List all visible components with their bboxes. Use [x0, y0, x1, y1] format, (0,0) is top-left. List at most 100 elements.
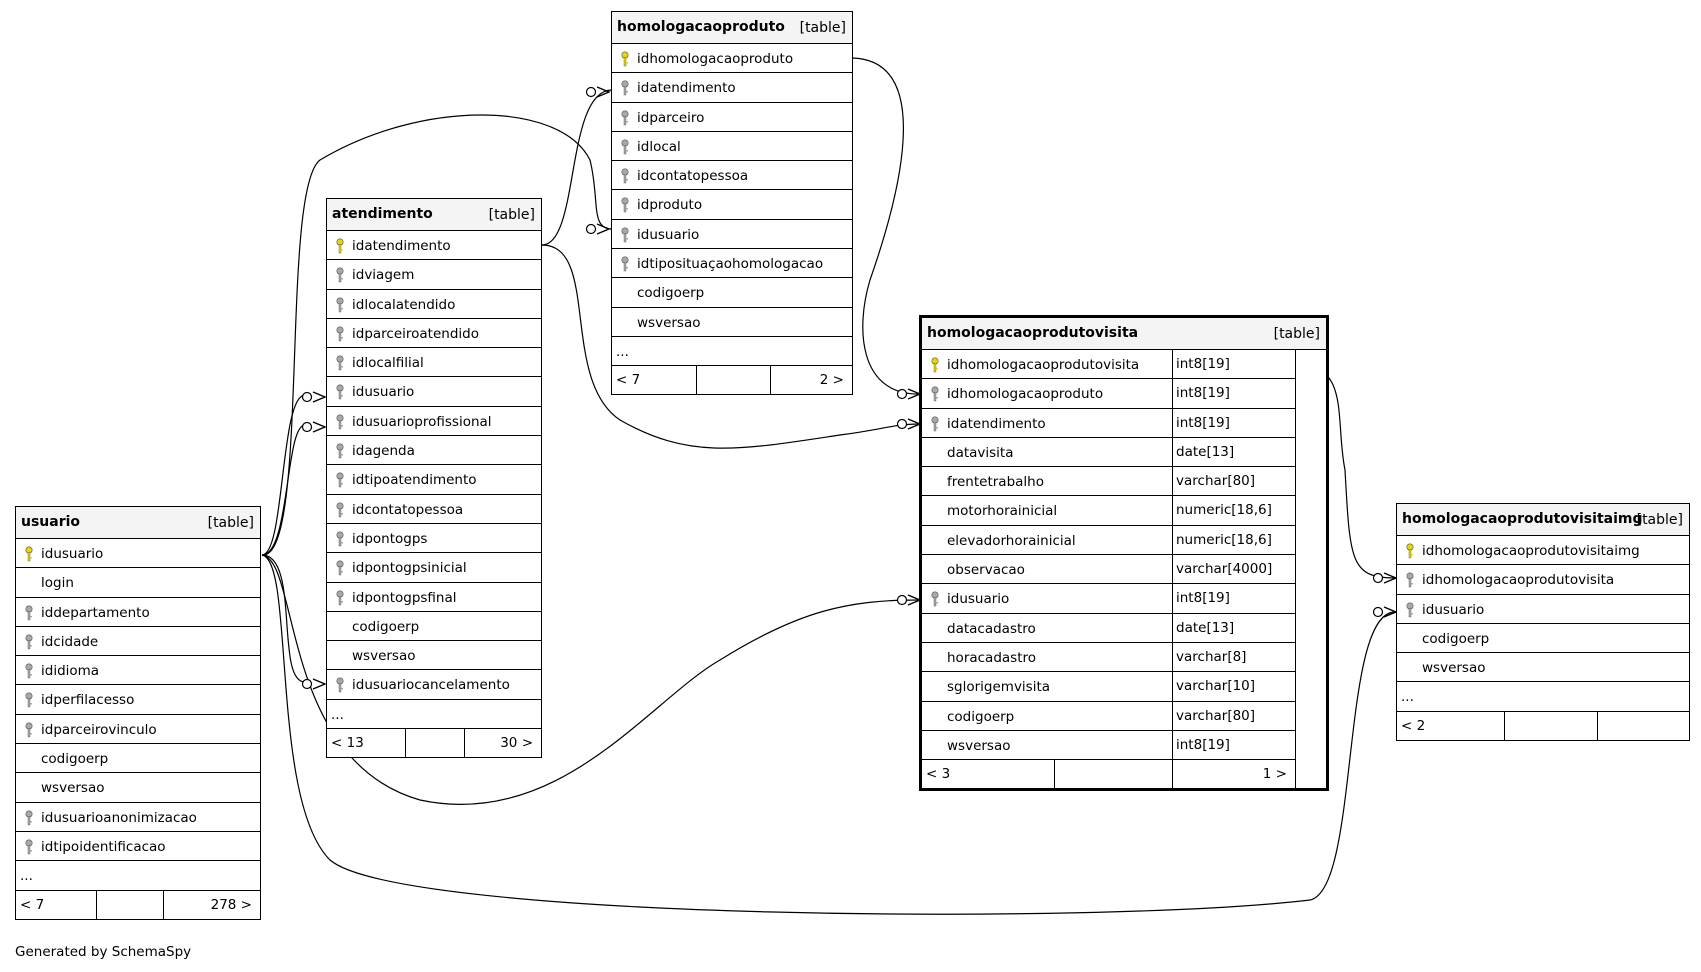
table-header: homologacaoproduto [table] [612, 12, 852, 44]
relationship-endpoint [585, 86, 597, 98]
column-row[interactable]: idlocal [612, 132, 852, 162]
column-row[interactable]: login [16, 568, 260, 598]
column-name: idatendimento [637, 80, 736, 97]
column-name: idlocalatendido [352, 296, 456, 313]
column-row[interactable]: idusuarioanonimizacao [16, 803, 260, 832]
column-row[interactable]: idhomologacaoprodutovisita [1397, 565, 1689, 595]
column-row[interactable]: idusuarioprofissional [327, 407, 541, 437]
table-footer: < 2 [1397, 711, 1689, 740]
column-row[interactable]: idhomologacaoproduto [612, 44, 852, 74]
table-homologacaoproduto[interactable]: homologacaoproduto [table] idhomologacao… [611, 11, 853, 396]
column-row[interactable]: codigoerp [1397, 624, 1689, 654]
column-row[interactable]: idlocalfilial [327, 348, 541, 378]
column-type: varchar[80] [1172, 467, 1295, 496]
column-row[interactable]: wsversao [1397, 653, 1689, 683]
column-name: idatendimento [352, 238, 451, 254]
column-row[interactable]: ... [612, 337, 852, 367]
column-row[interactable]: idpontogpsfinal [327, 583, 541, 612]
foreign-key-icon [333, 384, 347, 400]
column-row[interactable]: ... [16, 861, 260, 891]
column-list: idhomologacaoproduto idatendimento idparce… [612, 44, 852, 367]
crowfoot-marker [312, 391, 327, 403]
column-row[interactable]: codigoerp [327, 612, 541, 642]
column-row[interactable]: idusuario [16, 539, 260, 569]
column-row[interactable]: codigoerp [16, 744, 260, 774]
column-name: idcontatopessoa [352, 501, 464, 518]
column-name: codigoerp [352, 618, 420, 635]
column-row[interactable]: idlocalatendido [327, 290, 541, 319]
table-homologacaoprodutovisita[interactable]: homologacaoprodutovisita [table] idhomol… [919, 315, 1329, 792]
column-row[interactable]: wsversao [327, 641, 541, 671]
table-name: usuario [21, 514, 81, 530]
column-row[interactable]: idatendimento [327, 231, 541, 261]
table-tag: [table] [799, 20, 846, 36]
foreign-key-icon [22, 722, 36, 738]
column-row[interactable]: wsversao [16, 773, 260, 803]
column-row[interactable]: idviagem [327, 260, 541, 290]
column-row[interactable]: idparceiro [612, 103, 852, 132]
column-row[interactable]: idusuario [612, 220, 852, 250]
column-row[interactable]: idatendimento [612, 73, 852, 103]
column-row[interactable]: idusuario [1397, 595, 1689, 624]
column-row[interactable]: idcontatopessoa [327, 495, 541, 524]
column-row[interactable]: idcontatopessoa [612, 161, 852, 191]
column-name: idusuario [41, 546, 104, 562]
column-name: idpontogpsfinal [352, 589, 457, 606]
column-row[interactable]: idagenda [327, 436, 541, 466]
column-row[interactable]: idperfilacesso [16, 685, 260, 715]
table-header: homologacaoprodutovisitaimg [table] [1397, 504, 1689, 536]
relationship-endpoint [896, 594, 908, 606]
column-row[interactable]: iddepartamento [16, 598, 260, 627]
foreign-key-icon [618, 168, 632, 184]
column-name: ... [20, 868, 33, 885]
column-name: idusuario [1422, 601, 1485, 618]
column-row[interactable]: idpontogps [327, 524, 541, 554]
foreign-key-icon [618, 139, 632, 155]
column-row[interactable]: idusuariocancelamento [327, 670, 541, 700]
column-row[interactable]: idhomologacaoprodutovisitaimg [1397, 536, 1689, 566]
primary-key-icon [333, 238, 347, 254]
column-row[interactable]: idcidade [16, 627, 260, 657]
column-row[interactable]: idtipoidentificacao [16, 832, 260, 862]
column-row[interactable]: idtipoatendimento [327, 465, 541, 495]
footer-divider [1172, 760, 1173, 789]
column-row[interactable]: wsversao [612, 308, 852, 337]
column-row[interactable]: idusuario [327, 377, 541, 407]
column-row[interactable]: ... [327, 700, 541, 730]
column-row[interactable]: ... [1397, 682, 1689, 712]
foreign-key-icon [333, 326, 347, 342]
primary-key-icon [928, 357, 942, 373]
column-type: varchar[80] [1172, 701, 1295, 730]
column-row[interactable]: codigoerp [612, 278, 852, 308]
relationship-line [541, 244, 919, 449]
column-row[interactable]: idpontogpsinicial [327, 553, 541, 583]
column-row[interactable]: idproduto [612, 190, 852, 220]
column-row[interactable]: idparceiroatendido [327, 319, 541, 349]
column-name: idperfilacesso [41, 692, 135, 709]
table-homologacaoprodutovisitaimg[interactable]: homologacaoprodutovisitaimg [table] idho… [1396, 503, 1690, 741]
column-row[interactable]: ididioma [16, 656, 260, 686]
column-row[interactable]: idtiposituaçaohomologacao [612, 249, 852, 279]
table-footer: < 7 278 > [16, 890, 260, 919]
relationship-line [261, 394, 306, 556]
foreign-key-icon [333, 414, 347, 430]
relationship-endpoint [301, 391, 313, 403]
column-name: idproduto [637, 197, 703, 214]
column-row[interactable]: idparceirovinculo [16, 715, 260, 745]
